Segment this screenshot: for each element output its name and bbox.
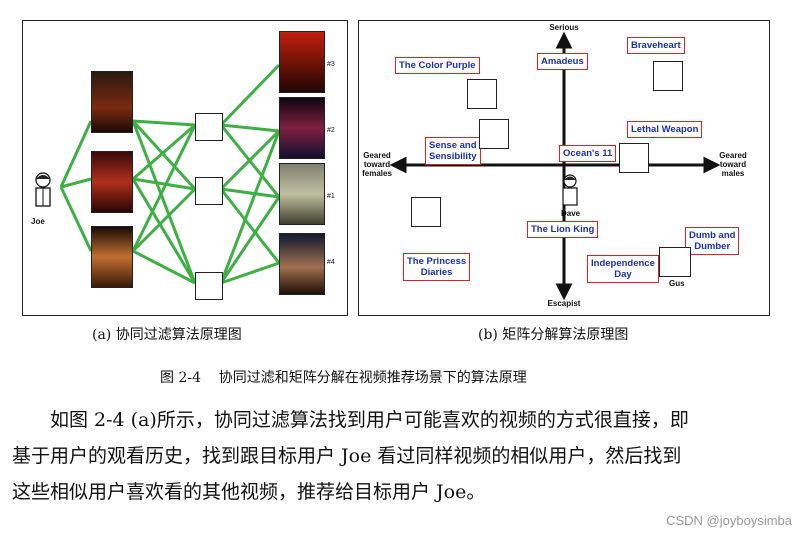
user-avatar-princess [411, 197, 441, 227]
user-avatar-lethal [619, 143, 649, 173]
movie-tag-color-purple: The Color Purple [395, 57, 480, 74]
recommended-poster-3 [279, 31, 325, 93]
figure-panel-a: Joe #3 #2 #1 #4 [22, 20, 348, 316]
similar-user-avatar-2 [195, 177, 223, 205]
paragraph-line-2: 基于用户的观看历史，找到跟目标用户 Joe 看过同样视频的相似用户，然后找到 [12, 445, 682, 467]
similar-user-avatar-3 [195, 272, 223, 300]
movie-tag-princess-diaries: The Princess Diaries [403, 253, 471, 281]
paragraph-line-3: 这些相似用户喜欢看的其他视频，推荐给目标用户 Joe。 [12, 481, 486, 503]
caption-a: (a) 协同过滤算法原理图 [92, 327, 242, 343]
recommended-poster-4 [279, 233, 325, 295]
rank-label-3: #3 [327, 61, 335, 68]
similar-user-avatar-1 [195, 113, 223, 141]
movie-poster-2 [91, 151, 133, 213]
watermark: CSDN @joyboysimba [666, 513, 792, 528]
user-avatar-gus [659, 247, 691, 277]
user-avatar-braveheart [653, 61, 683, 91]
caption-b: (b) 矩阵分解算法原理图 [478, 327, 629, 343]
movie-tag-dumb-dumber: Dumb and Dumber [685, 227, 740, 255]
movie-tag-braveheart: Braveheart [627, 37, 685, 54]
axis-label-females: Geared toward females [362, 151, 392, 178]
axis-label-males: Geared toward males [719, 151, 747, 178]
movie-poster-3 [91, 226, 133, 288]
axis-label-escapist: Escapist [547, 299, 581, 308]
rank-label-1: #1 [327, 193, 335, 200]
figure-panel-b: Serious Escapist Geared toward females G… [358, 20, 770, 316]
figure-caption: 图 2-4 协同过滤和矩阵分解在视频推荐场景下的算法原理 [160, 370, 527, 386]
paragraph-line-1: 如图 2-4 (a)所示，协同过滤算法找到用户可能喜欢的视频的方式很直接，即 [50, 409, 689, 431]
dave-label: Dave [561, 209, 581, 218]
movie-poster-star-wars [91, 71, 133, 133]
rank-label-2: #2 [327, 127, 335, 134]
movie-tag-amadeus: Amadeus [537, 53, 588, 70]
collaborative-filtering-graph [59, 63, 281, 285]
gus-label: Gus [669, 279, 685, 288]
user-avatar-sense [479, 119, 509, 149]
movie-tag-lethal-weapon: Lethal Weapon [627, 121, 703, 138]
movie-tag-oceans-11: Ocean's 11 [559, 145, 617, 162]
recommended-poster-2 [279, 97, 325, 159]
dave-user-icon [557, 173, 583, 209]
movie-tag-lion-king: The Lion King [527, 221, 599, 238]
joe-user-icon [29, 171, 57, 211]
matrix-factorization-axes [389, 31, 721, 301]
axis-label-serious: Serious [549, 23, 579, 32]
joe-label: Joe [31, 217, 45, 226]
rank-label-4: #4 [327, 259, 335, 266]
movie-tag-independence-day: Independence Day [587, 255, 659, 283]
recommended-poster-1 [279, 163, 325, 225]
movie-tag-sense-sensibility: Sense and Sensibility [425, 137, 481, 165]
user-avatar-purple [467, 79, 497, 109]
